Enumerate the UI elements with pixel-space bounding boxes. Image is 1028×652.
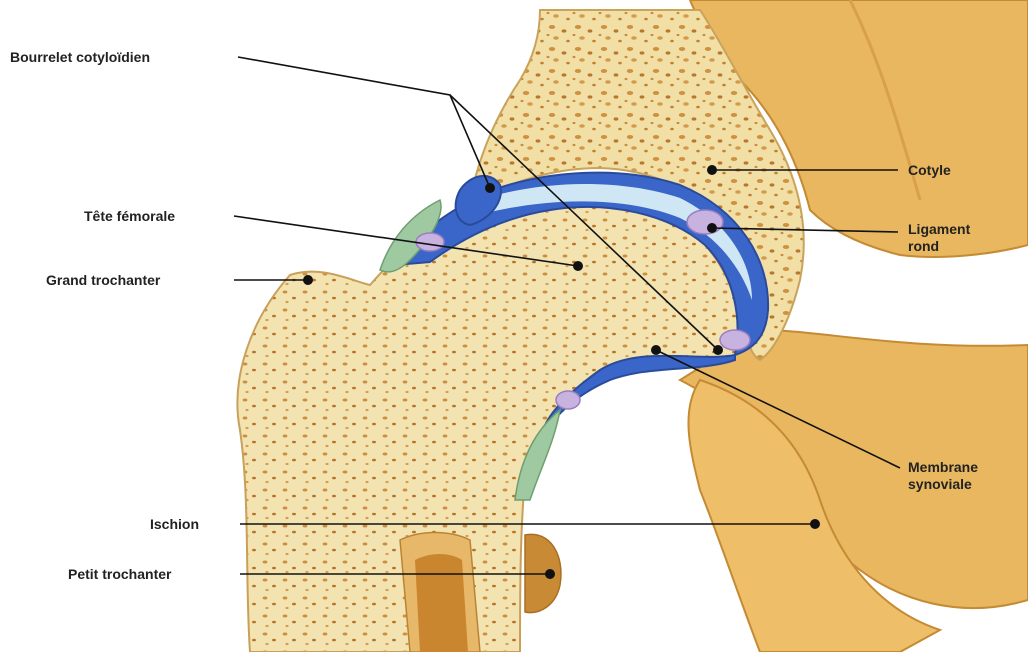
dot-bourrelet [485,183,495,193]
dot-ischion [810,519,820,529]
medullary-canal [415,554,468,652]
label-tete: Tête fémorale [84,208,175,224]
label-ligament-2: rond [908,238,939,254]
ligament-lower-left [556,391,580,409]
label-membrane-1: Membrane [908,459,978,475]
label-bourrelet: Bourrelet cotyloïdien [10,49,150,65]
dot-grand-trochanter [303,275,313,285]
label-ligament-1: Ligament [908,221,971,237]
dot-membrane [651,345,661,355]
dot-ligament [707,223,717,233]
dot-tete [573,261,583,271]
ligament-rond-top [687,210,723,234]
dot-cotyle [707,165,717,175]
dot-petit-trochanter [545,569,555,579]
ligament-left [416,233,444,251]
leader-bourrelet [238,57,490,188]
label-membrane-2: synoviale [908,476,972,492]
label-ischion: Ischion [150,516,199,532]
femur-bone [237,193,738,652]
label-petit-trochanter: Petit trochanter [68,566,172,582]
label-grand-trochanter: Grand trochanter [46,272,161,288]
dot-bourrelet-2 [713,345,723,355]
label-cotyle: Cotyle [908,162,951,178]
ligament-rond-lower [720,330,750,350]
